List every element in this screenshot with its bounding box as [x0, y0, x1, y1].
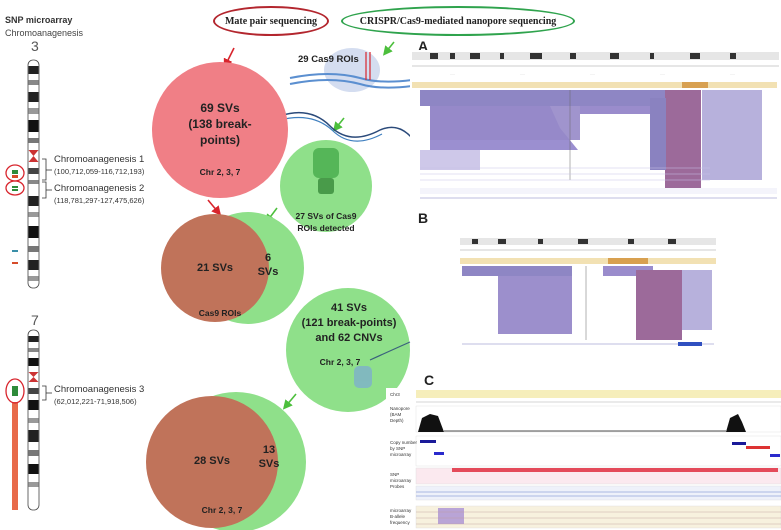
overlap2-right-2: SVs	[258, 458, 280, 470]
panel-a-letter: A	[418, 38, 429, 54]
cas9-rois-label: 29 Cas9 ROIs	[298, 54, 359, 65]
c-baf-3: frequency	[390, 520, 410, 525]
chr3-number: 3	[31, 38, 39, 54]
chr3-ideogram	[27, 59, 40, 289]
arrow-red-1	[223, 47, 235, 69]
region-1-coords: (100,712,059-116,712,193)	[54, 167, 145, 176]
snp-title: SNP microarray	[5, 15, 73, 25]
overlap1-brown	[161, 214, 269, 322]
chr7-marker-green	[12, 386, 18, 396]
c-chr-label: Chr3	[390, 392, 400, 397]
region-1-label: Chromoanagenesis 1	[54, 154, 145, 165]
nanopore-protein	[313, 148, 339, 194]
snp-subtitle: Chromoanagenesis	[5, 28, 84, 38]
svg-text:·····: ·····	[730, 72, 735, 76]
nanopore-all-circle	[286, 288, 410, 412]
np-detected-2: ROIs detected	[297, 223, 355, 233]
overlap1-caption: Cas9 ROIs	[198, 308, 242, 318]
np-all-3: and 62 CNVs	[315, 332, 383, 344]
chr3-highlight-2	[5, 180, 25, 196]
svg-text:·····: ·····	[520, 72, 525, 76]
panel-a-igv: ····· ····· ····· ····· ·····	[410, 50, 781, 210]
c-nanopore-1: Nanopore	[390, 406, 410, 411]
c-cn-1: Copy number	[390, 440, 418, 445]
arrow-green-2	[333, 117, 345, 132]
mate-pair-header: Mate pair sequencing	[213, 6, 329, 36]
region-2-label: Chromoanagenesis 2	[54, 183, 145, 194]
panel-b-letter: B	[418, 210, 429, 226]
arrow-green-4	[282, 393, 297, 410]
c-baf-1: microarray	[390, 508, 412, 513]
panel-b-igv	[458, 236, 718, 356]
svg-text:·····: ·····	[590, 72, 595, 76]
region-2-coords: (118,781,297-127,475,626)	[54, 196, 145, 205]
overlap1-right-2: SVs	[257, 266, 279, 278]
overlap1-right-1: 6	[264, 252, 272, 264]
panel-c-browser	[386, 388, 781, 530]
chr7-number: 7	[31, 312, 39, 328]
mp-chr: Chr 2, 3, 7	[199, 167, 241, 177]
np-all-2: (121 break-points)	[301, 317, 397, 329]
venn-diagram	[146, 41, 413, 530]
np-detected-1: 27 SVs of Cas9	[295, 211, 357, 221]
mate-pair-circle	[152, 62, 288, 198]
panel-c-letter: C	[424, 372, 435, 388]
c-nanopore-3: Depth)	[390, 418, 404, 423]
c-snp-2: microarray	[390, 478, 412, 483]
overlap2-caption: Chr 2, 3, 7	[201, 505, 243, 515]
np-all-1: 41 SVs	[330, 302, 368, 314]
chr7-ideogram	[27, 329, 40, 511]
c-cn-3: microarray	[390, 452, 412, 457]
c-snp-3: Probes	[390, 484, 405, 489]
nanopore-protein-2	[354, 341, 411, 388]
c-cn-2: by SNP	[390, 446, 406, 451]
c-snp-1: SNP	[390, 472, 400, 477]
overlap2-brown	[146, 396, 278, 528]
chr7-highlight	[5, 378, 25, 404]
region-3-coords: (62,012,221-71,918,506)	[54, 397, 137, 406]
c-baf-2: B-allele	[390, 514, 406, 519]
chr3-marker-green	[12, 170, 18, 174]
mp-sv-points: points)	[200, 133, 240, 147]
region-3-label: Chromoanagenesis 3	[54, 384, 145, 395]
mp-sv-count: 69 SVs	[200, 101, 240, 115]
svg-text:·····: ·····	[450, 72, 455, 76]
overlap1-left: 21 SVs	[196, 262, 234, 274]
chr7-marker-orange	[12, 402, 18, 510]
overlap2-left: 28 SVs	[193, 455, 231, 467]
arrow-red-2	[207, 199, 222, 216]
overlap2-right-1: 13	[262, 444, 276, 456]
mp-sv-break: (138 break-	[188, 117, 252, 131]
crispr-header: CRISPR/Cas9-mediated nanopore sequencing	[341, 6, 575, 36]
arrow-green-1	[383, 41, 395, 56]
svg-text:·····: ·····	[660, 72, 665, 76]
ideograms	[5, 59, 52, 511]
c-nanopore-2: (BAM	[390, 412, 402, 417]
np-all-chr: Chr 2, 3, 7	[319, 357, 361, 367]
cas9-roi-illustration	[289, 48, 413, 92]
